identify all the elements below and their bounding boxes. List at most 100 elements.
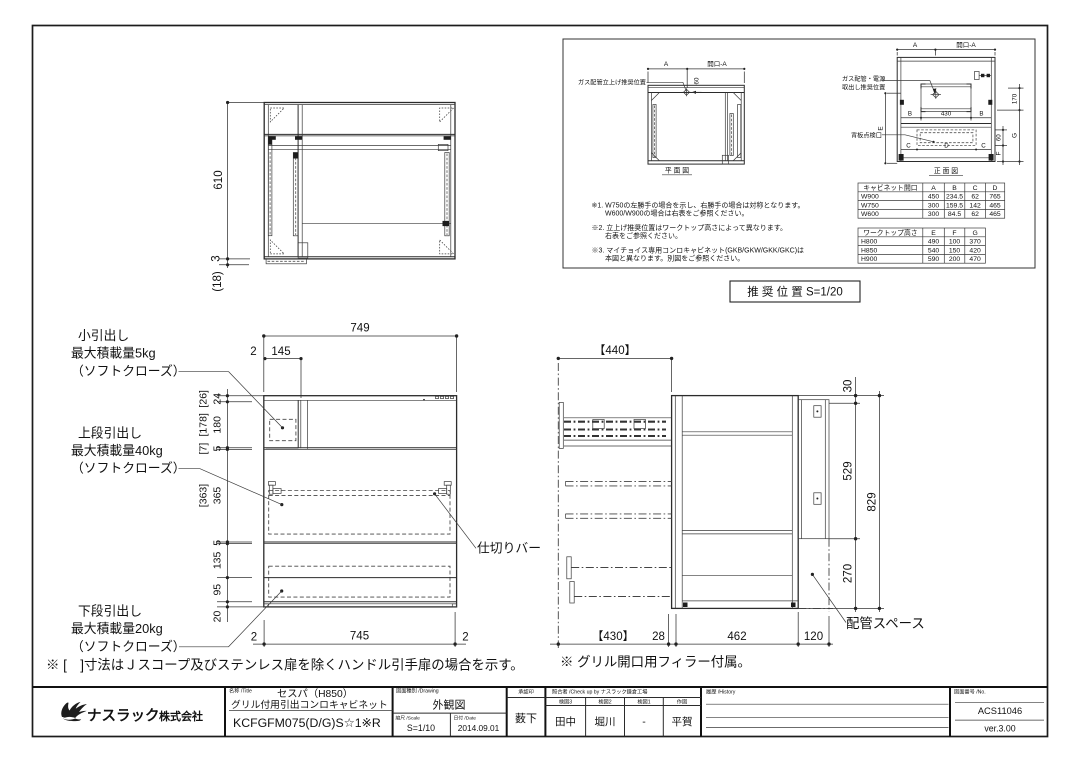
plan-dim-a: A bbox=[664, 61, 669, 68]
t2-r3-name: H900 bbox=[861, 256, 877, 263]
small-plan-view: A 開口-A 60 ガス配管立上げ推奨位置 bbox=[578, 60, 746, 176]
front-chain-24: 24 bbox=[212, 393, 224, 405]
rear-dim-430: 430 bbox=[941, 111, 952, 118]
product-line1: セスパ（H850） bbox=[277, 688, 353, 700]
panel-caption-text: 推 奨 位 置 S=1/20 bbox=[747, 285, 843, 299]
t1-r1-c: 62 bbox=[971, 194, 979, 201]
rear-view-label: 正 面 図 bbox=[934, 167, 958, 175]
t1-r3-d: 465 bbox=[989, 211, 1001, 218]
side-dim-829: 829 bbox=[866, 492, 878, 511]
t2-r3-e: 590 bbox=[928, 256, 940, 263]
side-bottom-462: 462 bbox=[727, 631, 746, 643]
panel-note-1a: ※1. W750の左勝手の場合を示し、右勝手の場合は対称となります。 bbox=[592, 201, 805, 210]
t1-r2-d: 465 bbox=[989, 202, 1001, 209]
side-dim-30: 30 bbox=[843, 380, 855, 393]
company-name-main: ナスラック bbox=[87, 708, 160, 725]
t2-r1-e: 490 bbox=[928, 239, 940, 246]
t1-r3-a: 300 bbox=[928, 211, 940, 218]
front-chain-135: 135 bbox=[212, 551, 224, 569]
table-worktop-height: ワークトップ高さ E F G H800 490 100 370 H850 540… bbox=[857, 227, 986, 264]
top-plan-view: 610 3 (18) bbox=[211, 100, 456, 292]
model-number: KCFGFM075(D/G)S☆1※R bbox=[233, 716, 381, 730]
check-name-hiraga: 平賀 bbox=[672, 716, 693, 728]
front-chain-95: 95 bbox=[212, 584, 224, 596]
label-lower-drawer-1: 下段引出し bbox=[78, 604, 142, 619]
check-label: 照合者 /Check up by ナスラック鎌倉工場 bbox=[552, 688, 647, 696]
title-block: ナスラック 株式会社 名称 /Title セスパ（H850） グリル付用引出コン… bbox=[32, 686, 1048, 737]
rear-leader-port: 背板点検口 bbox=[851, 131, 882, 139]
front-bracket-363: [363] bbox=[198, 484, 210, 507]
rear-dim-g: G bbox=[1012, 133, 1019, 138]
front-chain-20: 20 bbox=[212, 611, 224, 623]
rear-dim-b-left: B bbox=[908, 111, 912, 118]
front-note: ※ [ ]寸法はＪスコープ及びステンレス扉を除くハンドル引手扉の場合を示す。 bbox=[46, 658, 524, 673]
t1-title: キャビネット開口 bbox=[863, 183, 917, 192]
panel-note-2a: ※2. 立上げ推奨位置はワークトップ高さによって異なります。 bbox=[592, 223, 788, 232]
panel-note-2b: 右表をご参照ください。 bbox=[605, 231, 682, 240]
t1-r1-d: 765 bbox=[989, 194, 1001, 201]
label-divider-bar: 仕切りバー bbox=[477, 541, 541, 556]
front-view: 749 2 145 bbox=[46, 323, 541, 673]
label-lower-drawer-2: 最大積載量20kg bbox=[71, 621, 163, 636]
front-bottom-2l: 2 bbox=[251, 632, 257, 644]
number-value: ACS11046 bbox=[978, 706, 1022, 716]
t1-r3-b: 84.5 bbox=[948, 211, 961, 218]
side-bottom-430: 【430】 bbox=[592, 630, 634, 643]
drawing-type-cell: 図面種別 /Drawing 外観図 縮尺 /Scale S=1/10 日付 /D… bbox=[392, 687, 507, 737]
side-bottom-dims: 【430】 28 462 120 bbox=[550, 612, 833, 647]
front-dim-145: 145 bbox=[271, 346, 290, 358]
front-bracket-26: [26] bbox=[198, 390, 210, 408]
rear-inspection-port bbox=[916, 129, 977, 146]
drawing-number-cell: 図面番号 /No. ACS11046 ver.3.00 bbox=[954, 689, 1044, 734]
check-col-1: 検図1 bbox=[637, 698, 650, 706]
label-small-drawer-2: 最大積載量5kg bbox=[71, 346, 156, 361]
scale-value: S=1/10 bbox=[407, 723, 435, 733]
side-rear-panel bbox=[797, 399, 833, 612]
rear-dim-b-right: B bbox=[979, 111, 983, 118]
front-bracket-178: [178] bbox=[198, 413, 210, 436]
plan-door-strip bbox=[265, 258, 307, 265]
t2-r3-g: 470 bbox=[969, 256, 981, 263]
t2-col-g: G bbox=[972, 230, 977, 237]
table-cabinet-opening: キャビネット開口 A B C D W900 450 234.5 62 765 W… bbox=[857, 182, 1006, 219]
panel-note-3a: ※3. マイチョイス専用コンロキャビネット(GKB/GKW/GKK/GKC)は bbox=[592, 246, 805, 255]
label-small-drawer-1: 小引出し bbox=[78, 328, 129, 343]
side-bottom-28: 28 bbox=[652, 631, 665, 643]
t2-r1-f: 100 bbox=[949, 239, 961, 246]
side-right-dims: 30 529 270 829 bbox=[798, 377, 884, 612]
rear-dim-e: E bbox=[878, 126, 885, 131]
t2-title: ワークトップ高さ bbox=[863, 228, 917, 237]
t1-r3-name: W600 bbox=[861, 211, 879, 218]
side-view: 【440】 bbox=[550, 344, 925, 670]
side-note: ※ グリル開口用フィラー付属。 bbox=[560, 655, 751, 670]
label-upper-drawer-1: 上段引出し bbox=[78, 426, 142, 441]
divider-bar-clips bbox=[268, 481, 452, 495]
side-dim-529: 529 bbox=[843, 461, 855, 480]
label-small-drawer-3: （ソフトクローズ） bbox=[71, 364, 186, 379]
check-name-horikawa: 堀川 bbox=[595, 716, 616, 728]
t2-r2-name: H850 bbox=[861, 247, 877, 254]
rear-gas-marker bbox=[930, 90, 941, 99]
t2-r2-e: 540 bbox=[928, 247, 940, 254]
plan-dim-18: (18) bbox=[212, 271, 224, 292]
number-label: 図面番号 /No. bbox=[954, 689, 986, 696]
front-chain-365: 365 bbox=[212, 487, 224, 505]
t1-r2-b: 159.5 bbox=[946, 202, 963, 209]
t1-col-b: B bbox=[952, 185, 957, 192]
t1-r2-a: 300 bbox=[928, 202, 940, 209]
t2-r1-name: H800 bbox=[861, 239, 877, 246]
approval-cell: 承認印 薮下 bbox=[506, 688, 546, 725]
t1-r2-c: 142 bbox=[969, 202, 981, 209]
check-col-draw: 作図 bbox=[677, 698, 687, 706]
check-col-3: 検図3 bbox=[559, 698, 572, 706]
t1-col-d: D bbox=[993, 185, 998, 192]
sheet-border bbox=[31, 24, 1049, 738]
rear-dim-a: A bbox=[913, 42, 918, 49]
front-vent-marks bbox=[423, 396, 454, 401]
rear-dim-f: F bbox=[995, 151, 1002, 155]
date-label: 日付 /Date bbox=[454, 715, 477, 722]
front-chain-5b: 5 bbox=[212, 540, 224, 546]
t1-col-a: A bbox=[931, 185, 936, 192]
name-label: 名称 /Title bbox=[229, 687, 252, 695]
check-name-tanaka: 田中 bbox=[555, 715, 576, 728]
